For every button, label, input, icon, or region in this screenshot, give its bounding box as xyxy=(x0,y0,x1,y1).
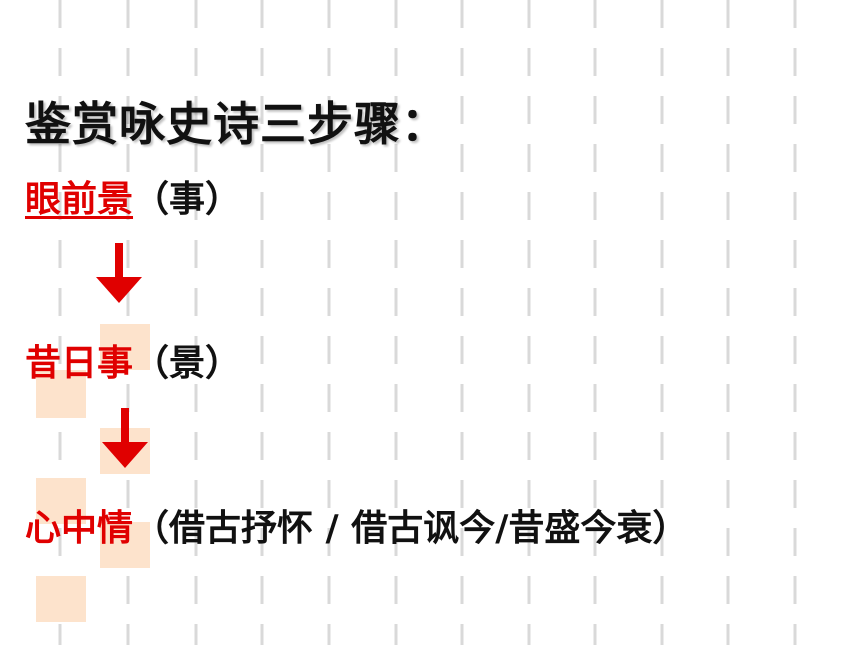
page-title: 鉴赏咏史诗三步骤： xyxy=(25,97,448,151)
step-1: 眼前景（事） xyxy=(25,170,241,222)
step-2-key: 昔日事 xyxy=(25,343,134,384)
step-1-note: （事） xyxy=(133,179,242,220)
highlight-block xyxy=(100,324,150,370)
down-arrow-icon xyxy=(96,243,142,303)
step-2: 昔日事（景） xyxy=(25,334,241,386)
step-3-note: （借古抒怀 / 借古讽今/昔盛今衰） xyxy=(133,508,689,549)
highlight-block xyxy=(36,576,86,622)
highlight-block xyxy=(100,522,150,568)
step-1-key: 眼前景 xyxy=(25,179,134,220)
down-arrow-icon xyxy=(102,408,148,468)
step-3-key: 心中情 xyxy=(25,508,134,549)
step-2-note: （景） xyxy=(133,343,242,384)
step-3: 心中情（借古抒怀 / 借古讽今/昔盛今衰） xyxy=(25,499,688,551)
highlight-block xyxy=(36,478,86,524)
highlight-block xyxy=(36,370,86,418)
